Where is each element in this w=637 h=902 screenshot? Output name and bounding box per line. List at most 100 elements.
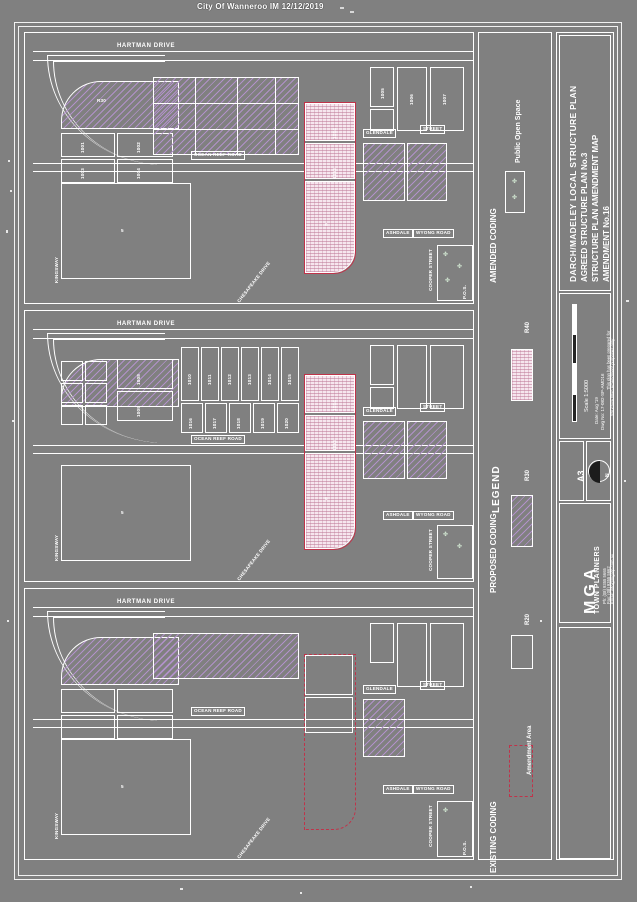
lot-divider	[153, 103, 299, 104]
lot-box	[85, 383, 107, 403]
scan-speck	[180, 888, 183, 890]
tree-icon: ✤	[443, 532, 449, 538]
road-edge	[33, 338, 473, 339]
lot-divider	[275, 77, 276, 155]
coding-block-r30	[363, 143, 405, 201]
tree-icon: ✤	[512, 195, 518, 201]
street-label-street: STREET	[420, 125, 446, 134]
lot-number: 1018	[236, 417, 241, 429]
lot-box	[85, 405, 107, 425]
title-block-company-cell: MGA TOWN PLANNERS Ph: (08) 9355 5665 Fax…	[559, 503, 615, 623]
legend-heading-existing-coding: EXISTING CODING	[489, 801, 498, 873]
lot-box	[61, 183, 191, 279]
lot-number: 1016	[188, 417, 193, 429]
road-edge	[33, 719, 473, 720]
map-panel-amended[interactable]: HARTMAN DRIVE R30 1001 1002 1003 1004 OC…	[24, 32, 474, 304]
scan-speck	[12, 420, 14, 422]
legend-heading: LEGEND	[491, 465, 502, 513]
title-block-north-cell: N	[586, 441, 611, 501]
road-edge	[33, 727, 473, 728]
lot-box	[397, 67, 427, 131]
street-label-chesapeake: CHESAPEAKE DRIVE	[236, 260, 272, 304]
road-edge	[33, 445, 473, 446]
pos-area	[437, 525, 473, 579]
title-block-notes-cell	[559, 627, 611, 859]
lot-box	[370, 387, 394, 409]
coding-block-r30	[407, 421, 447, 479]
lot-box	[281, 347, 299, 401]
lot-box	[430, 67, 464, 131]
legend-heading-amended-coding: AMENDED CODING	[489, 208, 498, 283]
lot-box	[370, 623, 394, 663]
scale-seg	[572, 304, 577, 334]
code-label: R30	[97, 98, 107, 103]
amendment-area-outline	[304, 654, 356, 830]
lot-box	[61, 383, 83, 403]
lot-box	[181, 347, 199, 401]
street-label-wyong: WYONG ROAD	[413, 785, 454, 794]
lot-box	[117, 689, 173, 713]
street-label-wyong: WYONG ROAD	[413, 511, 454, 520]
lot-box	[370, 109, 394, 131]
lot-box	[61, 133, 115, 157]
map-panel-proposed[interactable]: HARTMAN DRIVE 1008 1009 1010 1011 1012 1…	[24, 310, 474, 582]
street-label-kingsway: KINGSWAY	[54, 256, 59, 283]
legend-label-public-open-space: Public Open Space	[515, 99, 522, 163]
window-title-bar: City Of Wanneroo IM 12/12/2019	[0, 0, 637, 18]
coding-block-r30	[407, 143, 447, 201]
tree-icon: ✤	[445, 278, 451, 284]
street-label-glendale: GLENDALE	[363, 129, 396, 138]
disclaimer-line-2: Structure Plan Amendment purposes only	[610, 338, 615, 416]
lot-box	[397, 623, 427, 687]
road-edge	[33, 171, 473, 172]
street-label-hartman: HARTMAN DRIVE	[117, 43, 176, 49]
legend-swatch-r40	[511, 349, 533, 401]
project-title-line-3: STRUCTURE PLAN AMENDMENT MAP	[591, 134, 600, 282]
lot-box	[201, 347, 219, 401]
lot-box	[261, 347, 279, 401]
tree-icon: ✤	[443, 252, 449, 258]
lot-number: 1004	[136, 167, 141, 179]
lot-box	[61, 739, 191, 835]
legend-code-r20: R20	[525, 613, 531, 625]
lot-number: 1015	[287, 373, 292, 385]
tree-icon: ✤	[457, 544, 463, 550]
scan-speck	[10, 190, 12, 192]
lot-number: 5	[121, 228, 124, 233]
lot-box	[61, 405, 83, 425]
lot-number: 1002	[136, 141, 141, 153]
tree-icon: ✤	[457, 264, 463, 270]
lot-number: 1017	[212, 417, 217, 429]
lot-box	[430, 345, 464, 409]
title-block-sheet-size-cell: A3	[559, 441, 586, 501]
lot-number: 1054	[332, 399, 337, 411]
lot-number: 1013	[247, 373, 252, 385]
lot-box	[221, 347, 239, 401]
amendment-lot[interactable]	[305, 143, 355, 179]
map-panel-existing[interactable]: HARTMAN DRIVE OCEAN REEF ROAD 5 STREET G…	[24, 588, 474, 860]
street-label-glendale: GLENDALE	[363, 685, 396, 694]
tree-icon: ✤	[443, 808, 449, 814]
lot-divider	[195, 77, 196, 155]
amendment-lot[interactable]	[305, 453, 355, 549]
lot-box	[117, 359, 173, 389]
lot-number: 5	[121, 784, 124, 789]
pos-label: P.O.S.	[462, 840, 467, 855]
lot-number: 6	[325, 496, 328, 501]
lot-number: 1007	[442, 93, 447, 105]
lot-number: 6	[325, 222, 328, 227]
title-tick	[340, 7, 344, 9]
legend-swatch-public-open-space: ✤ ✤	[505, 171, 525, 213]
amendment-lot[interactable]	[305, 415, 355, 451]
street-label-street: STREET	[420, 403, 446, 412]
street-label-cooper: COOPER STREET	[428, 529, 433, 571]
north-arrow-icon: N	[588, 460, 611, 483]
coding-block-r30	[363, 421, 405, 479]
scale-bar	[570, 304, 580, 422]
project-title-line-2: AGREED STRUCTURE PLAN No.3	[580, 152, 589, 282]
coding-block-r30	[363, 699, 405, 757]
lot-number: 1053	[332, 167, 337, 179]
legend-code-r40: R40	[525, 321, 531, 333]
lot-box	[370, 345, 394, 385]
